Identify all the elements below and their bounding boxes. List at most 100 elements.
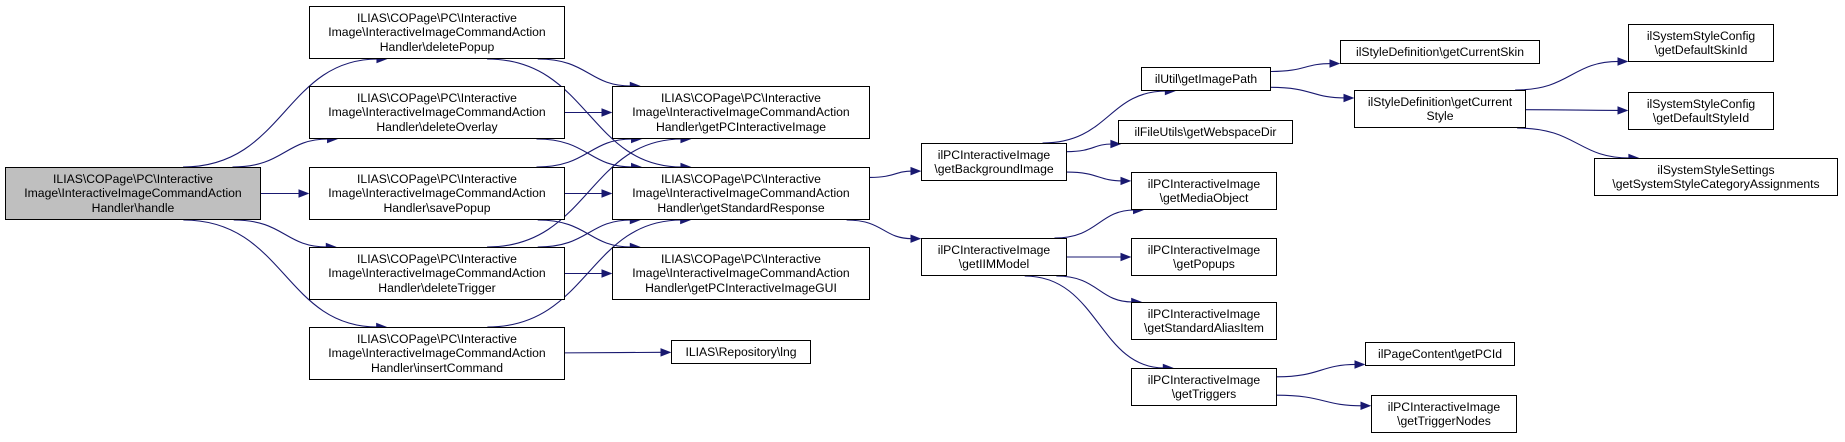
node-get-p-c-id[interactable]: ilPageContent\getPCId [1365, 342, 1515, 366]
arrowhead-getCurrentSkin [1329, 59, 1341, 68]
node-lng[interactable]: ILIAS\Repository\lng [671, 340, 811, 364]
node-label-line: Image\InteractiveImageCommandAction [632, 186, 850, 201]
edge-handle-to-insertCommand [183, 219, 378, 328]
arrowhead-getCurrentStyle [1343, 93, 1355, 103]
node-label-line: ILIAS\COPage\PC\Interactive [661, 90, 821, 105]
node-get-default-style-id[interactable]: ilSystemStyleConfig\getDefaultStyleId [1628, 92, 1774, 130]
node-get-current-skin[interactable]: ilStyleDefinition\getCurrentSkin [1340, 40, 1540, 64]
node-get-media-object[interactable]: ilPCInteractiveImage\getMediaObject [1131, 172, 1277, 210]
edge-getStandardResponse-to-getBackgroundImage [869, 170, 913, 178]
node-label-line: ilStyleDefinition\getCurrent [1367, 94, 1513, 109]
node-label-line: ilPCInteractiveImage [937, 242, 1051, 257]
arrowhead-getPCInteractiveImage [601, 108, 613, 117]
node-label-line: ILIAS\COPage\PC\Interactive [357, 90, 517, 105]
node-label-line: Handler\insertCommand [370, 360, 504, 375]
node-label-line: Image\InteractiveImageCommandAction [328, 266, 546, 281]
arrowhead-getStandardResponse [601, 189, 613, 198]
node-label-line: Handler\getStandardResponse [657, 200, 825, 215]
edge-getBackgroundImage-to-getMediaObject [1066, 171, 1123, 182]
arrowhead-getBackgroundImage [910, 166, 922, 176]
node-label-line: ILIAS\COPage\PC\Interactive [357, 10, 517, 25]
node-label-line: Handler\getPCInteractiveImageGUI [645, 280, 837, 295]
node-get-i-i-m-model[interactable]: ilPCInteractiveImage\getIIMModel [921, 238, 1067, 276]
node-get-webspace-dir[interactable]: ilFileUtils\getWebspaceDir [1118, 120, 1293, 144]
arrowhead-getMediaObject [1120, 176, 1132, 186]
edge-deleteTrigger-to-getStandardResponse [537, 219, 632, 248]
edge-handle-to-deletePopup [183, 58, 378, 168]
arrowhead-getIIMModel [910, 234, 922, 243]
edge-getTriggers-to-getPCId [1276, 363, 1357, 378]
node-label-line: ilSystemStyleConfig [1646, 28, 1756, 43]
node-label-line: \getBackgroundImage [934, 162, 1054, 176]
edge-deleteTrigger-to-getPCInteractiveImage [487, 138, 682, 248]
node-label-line: \getDefaultStyleId [1652, 111, 1750, 125]
edge-handle-to-deleteOverlay [232, 138, 329, 168]
node-get-popups[interactable]: ilPCInteractiveImage\getPopups [1131, 238, 1277, 276]
node-get-standard-alias-item[interactable]: ilPCInteractiveImage\getStandardAliasIte… [1131, 302, 1277, 340]
node-get-image-path[interactable]: ilUtil\getImagePath [1141, 67, 1271, 91]
node-get-background-image[interactable]: ilPCInteractiveImage\getBackgroundImage [921, 143, 1067, 181]
node-label-line: ilPageContent\getPCId [1378, 346, 1502, 361]
node-label-line: \getTriggers [1171, 387, 1237, 401]
node-label-line: ilPCInteractiveImage [1147, 176, 1261, 191]
node-label-line: ILIAS\COPage\PC\Interactive [357, 251, 517, 266]
edge-getStandardResponse-to-getIIMModel [846, 219, 913, 240]
node-label-line: Image\InteractiveImageCommandAction [632, 266, 850, 281]
node-label-line: ILIAS\COPage\PC\Interactive [357, 171, 517, 186]
node-label-line: \getSystemStyleCategoryAssignments [1612, 177, 1820, 191]
edge-getImagePath-to-getCurrentStyle [1270, 86, 1346, 99]
edge-getCurrentStyle-to-getSystemStyleCategoryAssignments [1517, 127, 1630, 159]
edge-getIIMModel-to-getMediaObject [1054, 209, 1135, 239]
node-label-line: ILIAS\COPage\PC\Interactive [357, 331, 517, 346]
node-label-line: Handler\handle [91, 200, 175, 215]
node-label-line: ILIAS\COPage\PC\Interactive [661, 171, 821, 186]
node-label-line: Handler\deleteOverlay [376, 119, 498, 134]
node-label-line: \getPopups [1173, 257, 1235, 271]
arrowhead-lng [660, 348, 672, 357]
edge-getCurrentStyle-to-getDefaultSkinId [1515, 60, 1620, 91]
edge-deleteOverlay-to-getStandardResponse [536, 138, 633, 168]
node-label-line: \getStandardAliasItem [1144, 321, 1264, 335]
node-label-line: ilSystemStyleConfig [1646, 96, 1756, 111]
node-label-line: ilPCInteractiveImage [1387, 399, 1501, 414]
node-get-trigger-nodes[interactable]: ilPCInteractiveImage\getTriggerNodes [1371, 395, 1517, 433]
arrowhead-getPCInteractiveImageGUI [601, 269, 613, 278]
node-label-line: ILIAS\COPage\PC\Interactive [661, 251, 821, 266]
node-get-default-skin-id[interactable]: ilSystemStyleConfig\getDefaultSkinId [1628, 24, 1774, 62]
node-get-system-style-category-assignments[interactable]: ilSystemStyleSettings\getSystemStyleCate… [1594, 158, 1838, 196]
edge-deletePopup-to-getPCInteractiveImage [537, 58, 632, 87]
node-label-line: ilUtil\getImagePath [1154, 71, 1258, 86]
node-label-line: ilPCInteractiveImage [1147, 372, 1261, 387]
edge-getIIMModel-to-getTriggers [1024, 275, 1165, 369]
edge-getBackgroundImage-to-getImagePath [1042, 90, 1167, 144]
arrowhead-savePopup [298, 189, 310, 198]
node-get-triggers[interactable]: ilPCInteractiveImage\getTriggers [1131, 368, 1277, 406]
node-label-line: ILIAS\Repository\lng [685, 344, 797, 359]
node-label-line: Image\InteractiveImageCommandAction [328, 25, 546, 40]
arrowhead-getPopups [1120, 252, 1132, 262]
node-label-line: Handler\deleteTrigger [378, 280, 496, 295]
edge-getBackgroundImage-to-getWebspaceDir [1066, 143, 1112, 153]
edge-getIIMModel-to-getStandardAliasItem [1056, 275, 1133, 303]
arrowhead-getTriggerNodes [1360, 401, 1372, 411]
node-label-line: Handler\deletePopup [379, 39, 495, 54]
node-label-line: Image\InteractiveImageCommandAction [328, 346, 546, 361]
edge-savePopup-to-getPCInteractiveImage [536, 138, 633, 168]
node-label-line: Image\InteractiveImageCommandAction [24, 186, 242, 201]
node-label-line: ilFileUtils\getWebspaceDir [1134, 124, 1277, 139]
node-label-line: \getMediaObject [1159, 191, 1249, 205]
arrowhead-getDefaultStyleId [1617, 106, 1629, 115]
edge-getImagePath-to-getCurrentSkin [1270, 62, 1332, 73]
node-label-line: \getTriggerNodes [1397, 414, 1491, 428]
